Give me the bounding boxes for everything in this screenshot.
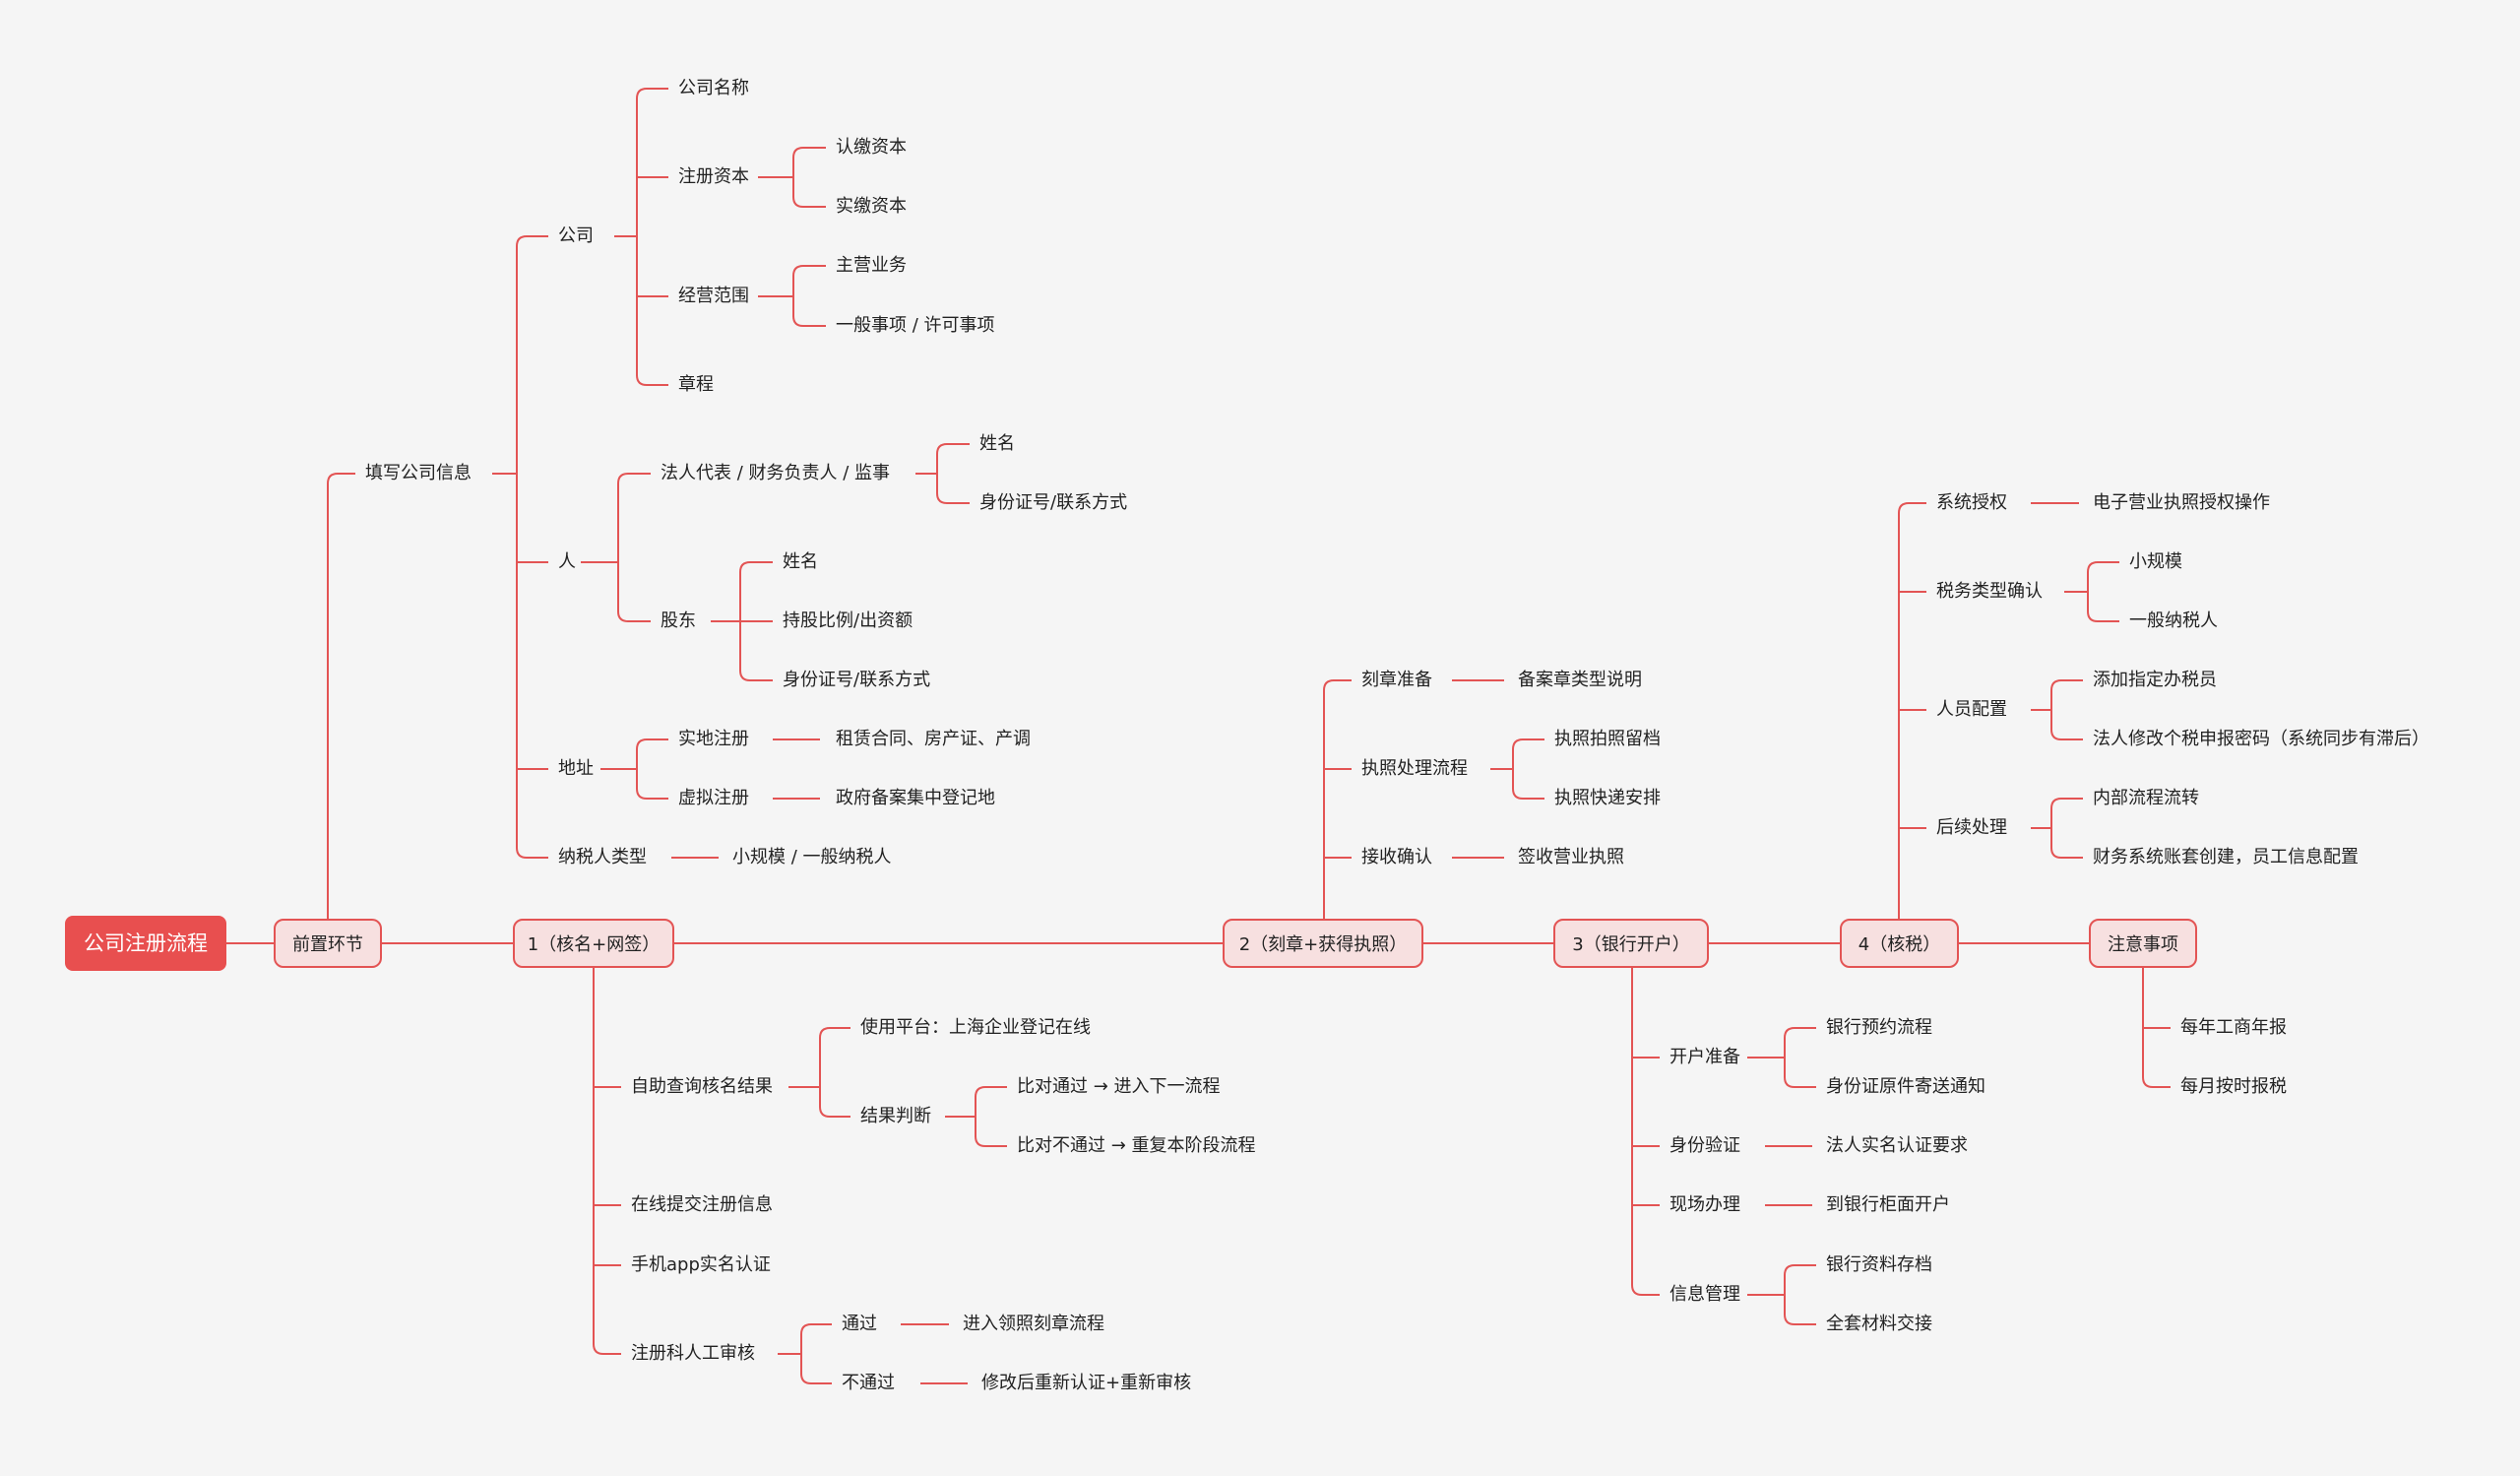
node-seal[interactable]: 刻章准备 — [1361, 670, 1432, 690]
node-staff-add[interactable]: 添加指定办税员 — [2093, 670, 2217, 690]
node-person[interactable]: 人 — [558, 551, 576, 572]
node-receive-detail[interactable]: 签收营业执照 — [1518, 847, 1624, 867]
node-capital-paid[interactable]: 实缴资本 — [836, 196, 907, 217]
node-review-fail[interactable]: 不通过 — [842, 1373, 895, 1393]
node-address-physical-detail[interactable]: 租赁合同、房产证、产调 — [836, 729, 1031, 749]
node-tax-small[interactable]: 小规模 — [2129, 551, 2182, 572]
node-onsite-detail[interactable]: 到银行柜面开户 — [1826, 1194, 1950, 1215]
node-seal-detail[interactable]: 备案章类型说明 — [1518, 670, 1642, 690]
node-legal-rep[interactable]: 法人代表 / 财务负责人 / 监事 — [661, 463, 891, 483]
node-review-pass[interactable]: 通过 — [842, 1314, 877, 1334]
node-license-express[interactable]: 执照快递安排 — [1554, 788, 1661, 808]
node-receive[interactable]: 接收确认 — [1361, 847, 1432, 867]
node-scope[interactable]: 经营范围 — [678, 286, 749, 306]
node-query-judge[interactable]: 结果判断 — [860, 1106, 931, 1126]
node-tax-type[interactable]: 税务类型确认 — [1936, 581, 2043, 602]
node-judge-pass[interactable]: 比对通过 → 进入下一流程 — [1017, 1076, 1221, 1097]
node-review[interactable]: 注册科人工审核 — [631, 1343, 755, 1364]
node-verify-detail[interactable]: 法人实名认证要求 — [1826, 1135, 1968, 1156]
node-company[interactable]: 公司 — [558, 225, 594, 246]
node-shareholder[interactable]: 股东 — [661, 610, 696, 631]
stage-pre[interactable]: 前置环节 — [274, 919, 382, 968]
stage-3[interactable]: 3（银行开户） — [1553, 919, 1709, 968]
node-company-name[interactable]: 公司名称 — [678, 78, 749, 98]
stage-1[interactable]: 1（核名+网签） — [513, 919, 674, 968]
node-onsite[interactable]: 现场办理 — [1670, 1194, 1740, 1215]
stage-2[interactable]: 2（刻章+获得执照） — [1223, 919, 1423, 968]
node-id-mail[interactable]: 身份证原件寄送通知 — [1826, 1076, 1985, 1097]
node-shareholder-name[interactable]: 姓名 — [783, 551, 818, 572]
node-shareholder-id[interactable]: 身份证号/联系方式 — [783, 670, 931, 690]
node-submit[interactable]: 在线提交注册信息 — [631, 1194, 773, 1215]
node-staff[interactable]: 人员配置 — [1936, 699, 2007, 720]
node-info-mgmt[interactable]: 信息管理 — [1670, 1284, 1740, 1305]
node-fill-info[interactable]: 填写公司信息 — [365, 463, 472, 483]
node-follow-flow[interactable]: 内部流程流转 — [2093, 788, 2199, 808]
node-taxpayer-detail[interactable]: 小规模 / 一般纳税人 — [732, 847, 892, 867]
node-taxpayer[interactable]: 纳税人类型 — [558, 847, 647, 867]
node-license[interactable]: 执照处理流程 — [1361, 758, 1468, 779]
node-archive[interactable]: 银行资料存档 — [1826, 1254, 1932, 1275]
stage-notes[interactable]: 注意事项 — [2089, 919, 2197, 968]
node-annual-report[interactable]: 每年工商年报 — [2180, 1017, 2287, 1038]
node-capital-subscribed[interactable]: 认缴资本 — [836, 137, 907, 158]
node-follow[interactable]: 后续处理 — [1936, 817, 2007, 838]
node-legal-id[interactable]: 身份证号/联系方式 — [979, 492, 1128, 513]
node-address-physical[interactable]: 实地注册 — [678, 729, 749, 749]
node-tax-general[interactable]: 一般纳税人 — [2129, 610, 2218, 631]
node-monthly-tax[interactable]: 每月按时报税 — [2180, 1076, 2287, 1097]
node-bank-prep[interactable]: 开户准备 — [1670, 1047, 1740, 1067]
root-node[interactable]: 公司注册流程 — [65, 916, 226, 971]
node-address-virtual[interactable]: 虚拟注册 — [678, 788, 749, 808]
node-legal-name[interactable]: 姓名 — [979, 433, 1015, 454]
stage-4[interactable]: 4（核税） — [1840, 919, 1959, 968]
node-app-auth[interactable]: 手机app实名认证 — [631, 1254, 771, 1275]
node-staff-pwd[interactable]: 法人修改个税申报密码（系统同步有滞后） — [2093, 729, 2429, 749]
node-sys-auth-detail[interactable]: 电子营业执照授权操作 — [2093, 492, 2270, 513]
node-query-platform[interactable]: 使用平台：上海企业登记在线 — [860, 1017, 1091, 1038]
node-license-photo[interactable]: 执照拍照留档 — [1554, 729, 1661, 749]
node-scope-main[interactable]: 主营业务 — [836, 255, 907, 276]
node-query[interactable]: 自助查询核名结果 — [631, 1076, 773, 1097]
node-address[interactable]: 地址 — [558, 758, 594, 779]
node-follow-finance[interactable]: 财务系统账套创建，员工信息配置 — [2093, 847, 2359, 867]
node-review-pass-detail[interactable]: 进入领照刻章流程 — [963, 1314, 1104, 1334]
node-address-virtual-detail[interactable]: 政府备案集中登记地 — [836, 788, 995, 808]
node-review-fail-detail[interactable]: 修改后重新认证+重新审核 — [981, 1373, 1192, 1393]
node-verify[interactable]: 身份验证 — [1670, 1135, 1740, 1156]
node-scope-general[interactable]: 一般事项 / 许可事项 — [836, 315, 995, 336]
node-bank-appt[interactable]: 银行预约流程 — [1826, 1017, 1932, 1038]
node-charter[interactable]: 章程 — [678, 374, 714, 395]
node-sys-auth[interactable]: 系统授权 — [1936, 492, 2007, 513]
node-handover[interactable]: 全套材料交接 — [1826, 1314, 1932, 1334]
node-capital[interactable]: 注册资本 — [678, 166, 749, 187]
node-judge-fail[interactable]: 比对不通过 → 重复本阶段流程 — [1017, 1135, 1256, 1156]
node-shareholder-ratio[interactable]: 持股比例/出资额 — [783, 610, 914, 631]
